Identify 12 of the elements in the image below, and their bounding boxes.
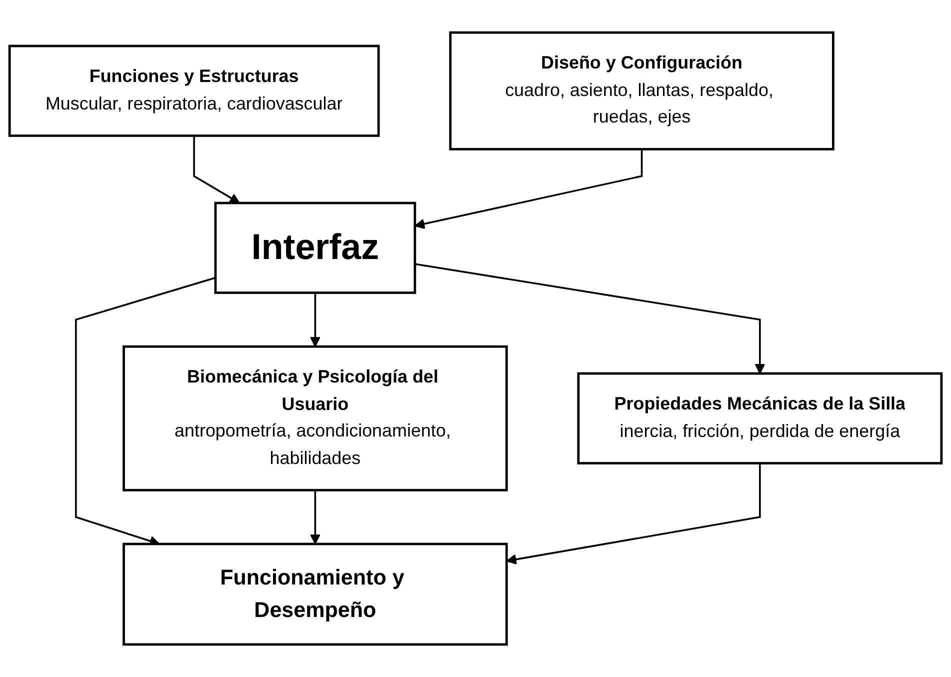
node-box: Diseño y Configuración cuadro, asiento, llantas, respaldo, ruedas, ejes [449,31,834,150]
arrow [506,463,761,565]
arrow [414,149,643,230]
arrow [193,136,240,204]
arrow [414,263,766,374]
arrow [310,292,320,348]
node-box: Funciones y Estructuras Muscular, respiratoria, cardiovascular [8,44,380,137]
node-box: Interfaz [214,202,416,294]
node-box: Funcionamiento y Desempeño [122,542,508,646]
node-box: Biomecánica y Psicología del Usuario antropometría, acondicionamiento, habilidades [122,345,508,492]
arrow [310,490,320,544]
node-box: Propiedades Mecánicas de la Silla inercia, fricción, perdida de energía [577,372,943,464]
